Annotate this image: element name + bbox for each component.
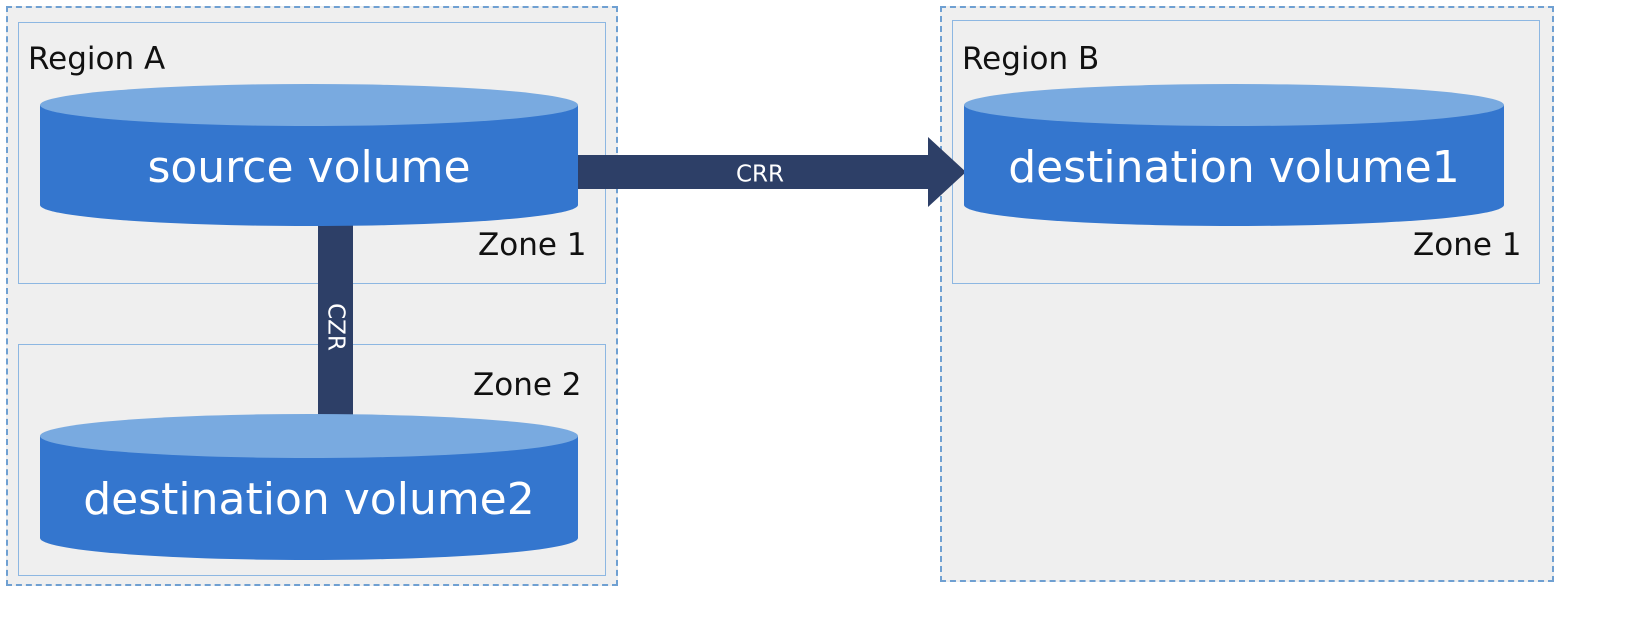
region-b-label: Region B — [962, 41, 1100, 77]
czr-arrow: CZR — [299, 224, 371, 456]
region-a-zone-1-label: Zone 1 — [478, 227, 587, 263]
destination-volume2-label: destination volume2 — [83, 474, 535, 525]
destination-volume2-cylinder: destination volume2 — [40, 414, 578, 560]
destination-volume1-cylinder: destination volume1 — [964, 84, 1504, 226]
crr-arrow-shape — [578, 137, 966, 207]
destination-volume1-label: destination volume1 — [1008, 142, 1460, 193]
crr-label: CRR — [736, 162, 784, 188]
region-a-label: Region A — [28, 41, 166, 77]
source-volume-label: source volume — [147, 142, 471, 193]
czr-label: CZR — [323, 303, 349, 351]
source-volume-cylinder: source volume — [40, 84, 578, 226]
crr-arrow: CRR — [578, 137, 966, 207]
region-a-zone-2-label: Zone 2 — [473, 367, 582, 403]
region-b-zone-1-label: Zone 1 — [1413, 227, 1522, 263]
czr-arrow-shape — [299, 224, 371, 456]
